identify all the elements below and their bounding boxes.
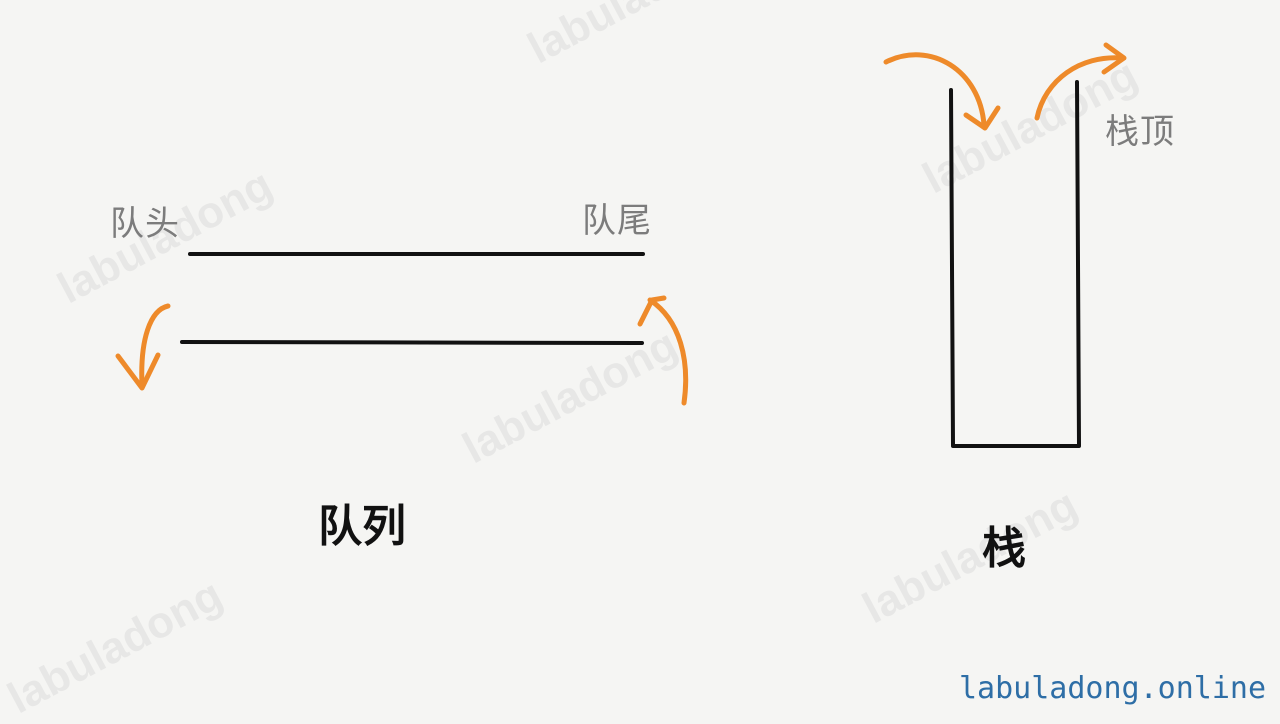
- enqueue-arrow-icon: [637, 295, 689, 406]
- queue-bottom-line: [180, 340, 644, 345]
- stack-container: [949, 80, 1081, 448]
- site-footer: labuladong.online: [958, 671, 1266, 706]
- stack-title: 栈: [982, 523, 1026, 574]
- push-arrow-icon: [883, 52, 1001, 131]
- queue-title: 队列: [318, 501, 406, 552]
- queue-head-label: 队头: [110, 204, 180, 244]
- dequeue-arrow-icon: [115, 303, 171, 391]
- queue-tail-label: 队尾: [582, 201, 652, 241]
- stack-top-label: 栈顶: [1105, 112, 1175, 152]
- pop-arrow-icon: [1034, 42, 1127, 121]
